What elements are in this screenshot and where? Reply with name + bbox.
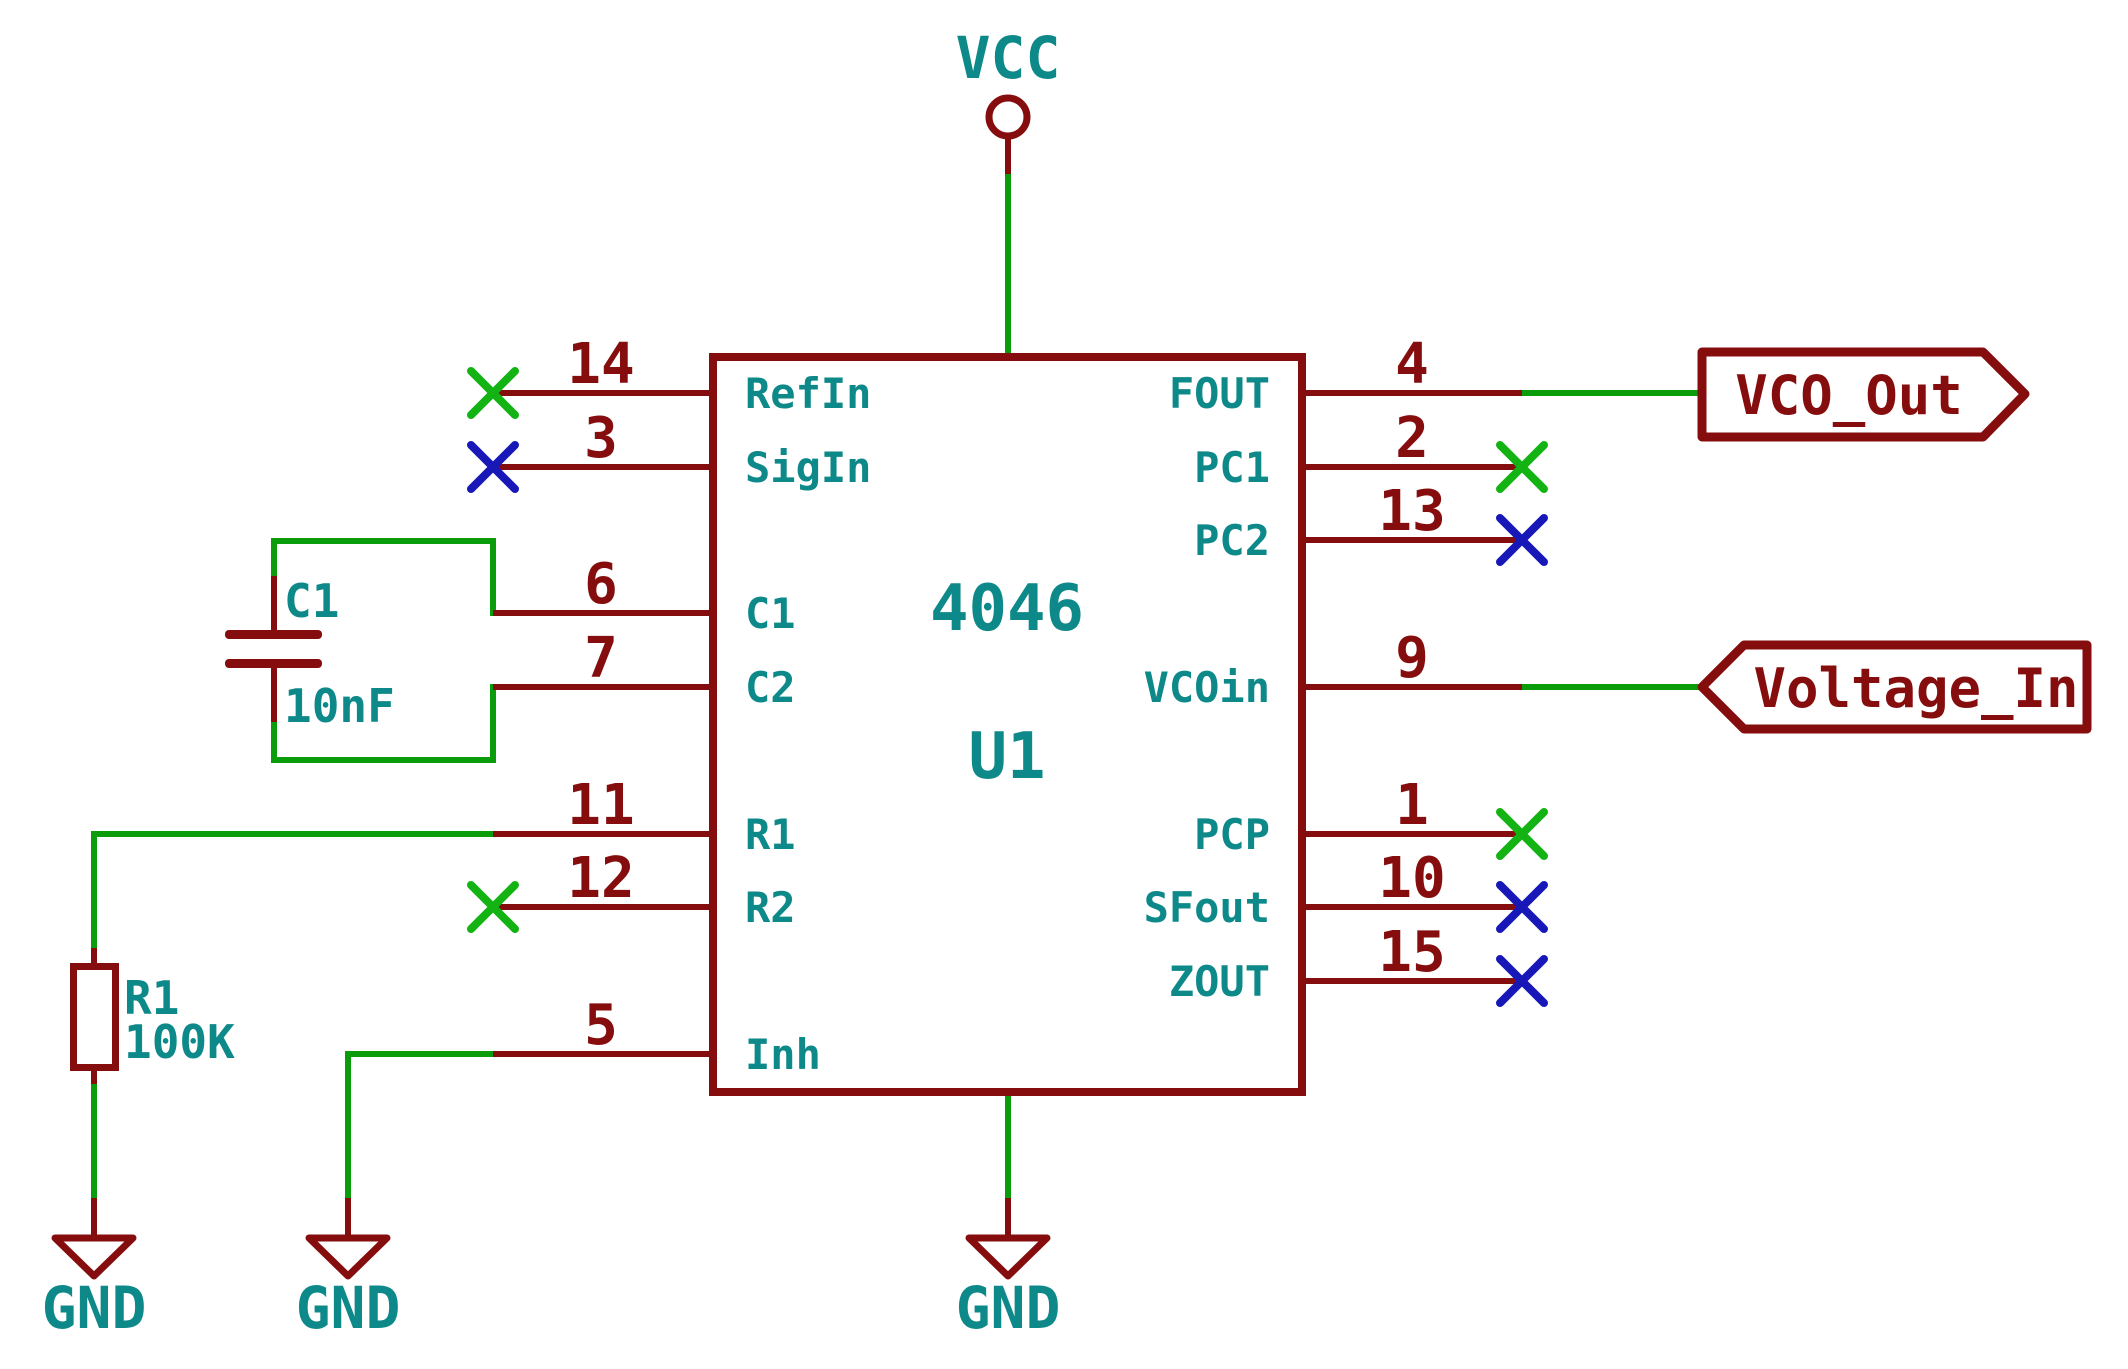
wire-r1-to-pin11-h[interactable] xyxy=(91,831,496,837)
gnd2-stem[interactable] xyxy=(345,1198,351,1238)
wire-vcc[interactable] xyxy=(1005,172,1011,357)
wire-cap-top-v1[interactable] xyxy=(271,538,277,581)
no-connect-x-pin12[interactable] xyxy=(467,881,519,933)
gnd-symbol-2[interactable] xyxy=(305,1234,391,1280)
pin-line-1[interactable] xyxy=(1302,831,1522,837)
pin-number-2: 2 xyxy=(1395,406,1429,471)
pin-number-10: 10 xyxy=(1378,846,1446,911)
wire-r1-to-pin11-v[interactable] xyxy=(91,831,97,952)
hier-label-vco-out-text[interactable]: VCO_Out xyxy=(1735,364,1963,427)
wire-cap-top-v2[interactable] xyxy=(490,538,496,616)
pin-line-9[interactable] xyxy=(1302,684,1522,690)
capacitor-reference[interactable]: C1 xyxy=(284,574,340,628)
pin-number-7: 7 xyxy=(584,626,618,691)
pin-line-7[interactable] xyxy=(493,684,713,690)
resistor-top-lead[interactable] xyxy=(91,948,97,966)
capacitor-plate-top[interactable] xyxy=(225,630,322,639)
gnd-symbol-3[interactable] xyxy=(965,1234,1051,1280)
ic-body-4046[interactable] xyxy=(709,353,1306,1096)
pin-name-fout: FOUT xyxy=(1168,369,1270,418)
wire-cap-bottom-v1[interactable] xyxy=(271,720,277,763)
pin-line-14[interactable] xyxy=(493,390,713,396)
pin-number-15: 15 xyxy=(1378,920,1446,985)
gnd1-stem[interactable] xyxy=(91,1198,97,1238)
no-connect-x-pin13[interactable] xyxy=(1496,514,1548,566)
no-connect-x-pin1[interactable] xyxy=(1496,808,1548,860)
no-connect-x-pin2[interactable] xyxy=(1496,441,1548,493)
pin-line-15[interactable] xyxy=(1302,978,1522,984)
wire-cap-top-h[interactable] xyxy=(271,538,496,544)
capacitor-plate-bottom[interactable] xyxy=(225,659,322,668)
wire-inh-to-gnd-v[interactable] xyxy=(345,1051,351,1202)
pin-number-13: 13 xyxy=(1378,479,1446,544)
resistor-reference[interactable]: R1 xyxy=(124,971,180,1025)
pin-line-11[interactable] xyxy=(493,831,713,837)
pin-name-r1: R1 xyxy=(745,810,796,859)
ic-reference[interactable]: U1 xyxy=(968,720,1046,794)
gnd3-stem[interactable] xyxy=(1005,1198,1011,1238)
wire-cap-bottom-h[interactable] xyxy=(271,757,496,763)
gnd-label-3[interactable]: GND xyxy=(955,1274,1061,1342)
pin-line-2[interactable] xyxy=(1302,464,1522,470)
pin-name-pc2: PC2 xyxy=(1194,516,1270,565)
pin-name-c2: C2 xyxy=(745,663,796,712)
wire-inh-h[interactable] xyxy=(345,1051,496,1057)
pin-number-3: 3 xyxy=(584,406,618,471)
wire-fout-to-vco-out[interactable] xyxy=(1522,390,1702,396)
vcc-power-symbol-circle[interactable] xyxy=(985,94,1031,140)
pin-line-3[interactable] xyxy=(493,464,713,470)
gnd-label-1[interactable]: GND xyxy=(41,1274,147,1342)
wire-cap-bottom-v2[interactable] xyxy=(490,684,496,763)
pin-number-4: 4 xyxy=(1395,332,1429,397)
vcc-symbol-stem[interactable] xyxy=(1005,134,1011,174)
pin-name-refin: RefIn xyxy=(745,369,872,418)
hier-label-vco-out-shape[interactable] xyxy=(1697,347,2030,442)
no-connect-x-pin10[interactable] xyxy=(1496,881,1548,933)
gnd-label-2[interactable]: GND xyxy=(295,1274,401,1342)
resistor-bottom-lead[interactable] xyxy=(91,1068,97,1084)
cap-top-lead[interactable] xyxy=(271,576,277,634)
pin-name-vcoin: VCOin xyxy=(1143,663,1270,712)
pin-number-1: 1 xyxy=(1395,773,1429,838)
pin-line-10[interactable] xyxy=(1302,904,1522,910)
pin-name-sigin: SigIn xyxy=(745,443,872,492)
vcc-label[interactable]: VCC xyxy=(955,24,1061,92)
pin-number-14: 14 xyxy=(567,332,635,397)
pin-name-zout: ZOUT xyxy=(1168,957,1270,1006)
wire-r1-to-gnd[interactable] xyxy=(91,1081,97,1202)
capacitor-value[interactable]: 10nF xyxy=(284,679,395,733)
pin-line-12[interactable] xyxy=(493,904,713,910)
pin-number-5: 5 xyxy=(584,993,618,1058)
pin-name-pc1: PC1 xyxy=(1194,443,1270,492)
pin-name-pcp: PCP xyxy=(1194,810,1270,859)
pin-number-12: 12 xyxy=(567,846,635,911)
pin-name-c1: C1 xyxy=(745,589,796,638)
ic-value[interactable]: 4046 xyxy=(929,572,1085,646)
wire-ic-to-gnd[interactable] xyxy=(1005,1092,1011,1202)
pin-name-inh: Inh xyxy=(745,1030,821,1079)
no-connect-x-pin15[interactable] xyxy=(1496,955,1548,1007)
wire-vcoin-to-voltage-in[interactable] xyxy=(1522,684,1702,690)
pin-line-4[interactable] xyxy=(1302,390,1522,396)
resistor-value[interactable]: 100K xyxy=(124,1015,235,1069)
pin-line-6[interactable] xyxy=(493,610,713,616)
pin-number-9: 9 xyxy=(1395,626,1429,691)
pin-name-r2: R2 xyxy=(745,883,796,932)
hier-label-voltage-in-text[interactable]: Voltage_In xyxy=(1753,657,2079,720)
no-connect-x-pin14[interactable] xyxy=(467,367,519,419)
resistor-body[interactable] xyxy=(70,963,119,1071)
hier-label-voltage-in-shape[interactable] xyxy=(1697,640,2092,734)
gnd-symbol-1[interactable] xyxy=(51,1234,137,1280)
pin-name-sfout: SFout xyxy=(1143,883,1270,932)
no-connect-x-pin3[interactable] xyxy=(467,441,519,493)
pin-number-6: 6 xyxy=(584,552,618,617)
pin-line-13[interactable] xyxy=(1302,537,1522,543)
pin-number-11: 11 xyxy=(567,773,635,838)
cap-bottom-lead[interactable] xyxy=(271,666,277,722)
pin-line-5[interactable] xyxy=(493,1051,713,1057)
